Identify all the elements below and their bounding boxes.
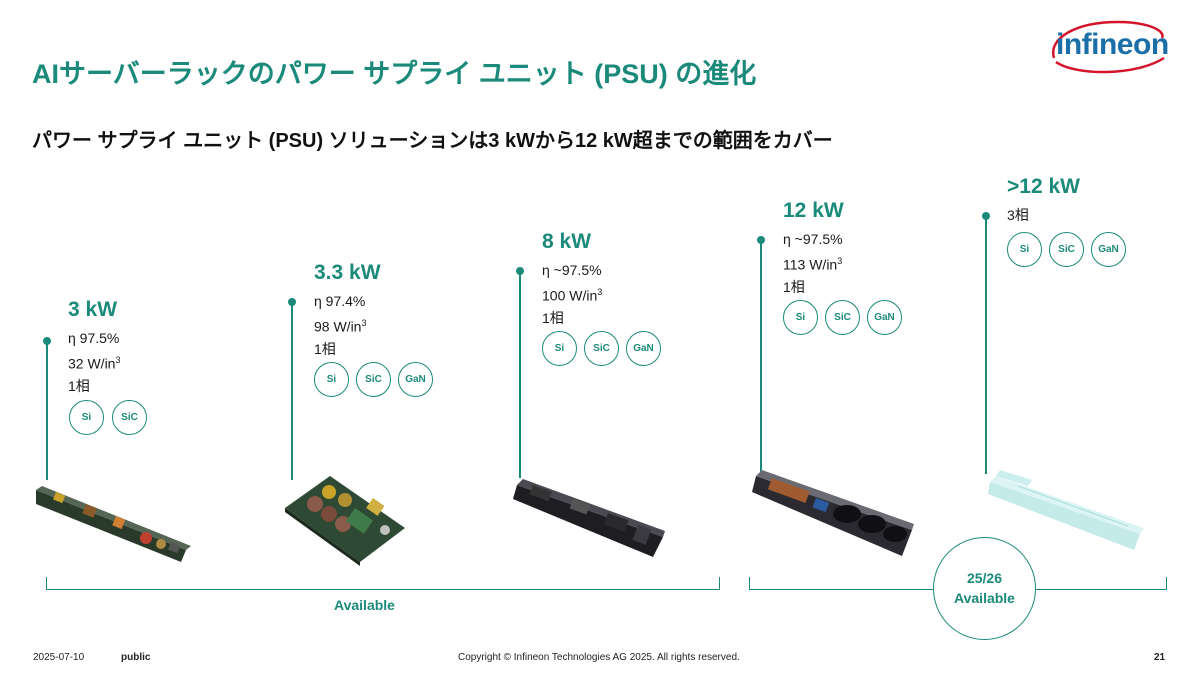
stage-phase: 1相	[783, 278, 805, 295]
badge-si: Si	[542, 331, 577, 366]
stage-specs-12kw: η ~97.5% 113 W/in3 1相	[783, 228, 843, 298]
timeline-stem-8kw	[519, 272, 521, 478]
available-bracket	[46, 577, 720, 590]
stage-efficiency: η ~97.5%	[783, 231, 843, 247]
stage-phase: 1相	[542, 309, 564, 326]
badge-gan: GaN	[867, 300, 902, 335]
future-year: 25/26	[966, 570, 1003, 586]
future-availability-circle: 25/26 Available	[933, 537, 1036, 640]
logo-swoosh-icon	[1051, 20, 1165, 74]
timeline-stem-over-12kw	[985, 216, 987, 474]
stage-density: 98 W/in3	[314, 318, 367, 335]
page-subtitle: パワー サプライ ユニット (PSU) ソリューションは3 kWから12 kW超…	[32, 130, 833, 152]
stage-phase: 1相	[68, 377, 90, 394]
psu-over-12kw-image	[988, 470, 1144, 550]
stage-power-3kw: 3 kW	[68, 298, 118, 321]
badge-si: Si	[783, 300, 818, 335]
timeline-dot-12kw	[757, 236, 765, 244]
page-title: AIサーバーラックのパワー サプライ ユニット (PSU) の進化	[32, 59, 757, 89]
badge-sic: SiC	[356, 362, 391, 397]
badge-sic: SiC	[1049, 232, 1084, 267]
timeline-dot-3-3kw	[288, 298, 296, 306]
timeline-dot-over-12kw	[982, 212, 990, 220]
stage-specs-3kw: η 97.5% 32 W/in3 1相	[68, 327, 120, 397]
stage-efficiency: η 97.4%	[314, 293, 366, 309]
timeline-dot-8kw	[516, 267, 524, 275]
timeline-stem-3kw	[46, 340, 48, 480]
future-available-label: Available	[954, 590, 1015, 606]
psu-8kw-image	[513, 479, 665, 557]
timeline-stem-12kw	[760, 240, 762, 474]
stage-density: 100 W/in3	[542, 287, 603, 304]
footer-copyright: Copyright © Infineon Technologies AG 202…	[458, 652, 740, 663]
logo-text: infineon	[1056, 28, 1169, 61]
footer-classification: public	[121, 652, 151, 663]
psu-12kw-image	[752, 470, 914, 556]
badge-gan: GaN	[398, 362, 433, 397]
infineon-logo: infineon	[1046, 18, 1170, 76]
stage-density: 32 W/in3	[68, 355, 121, 372]
stage-density: 113 W/in3	[783, 256, 843, 273]
badge-gan: GaN	[626, 331, 661, 366]
badge-sic: SiC	[825, 300, 860, 335]
footer-date: 2025-07-10	[33, 652, 85, 663]
available-label: Available	[334, 597, 395, 613]
badge-sic: SiC	[584, 331, 619, 366]
stage-specs-8kw: η ~97.5% 100 W/in3 1相	[542, 259, 602, 329]
footer-page-number: 21	[1154, 652, 1166, 663]
badge-gan: GaN	[1091, 232, 1126, 267]
stage-efficiency: η ~97.5%	[542, 262, 602, 278]
stage-specs-over-12kw: 3相	[1007, 204, 1029, 226]
stage-power-12kw: 12 kW	[783, 199, 844, 222]
psu-3-3kw-image	[285, 476, 405, 566]
stage-phase: 3相	[1007, 207, 1029, 223]
timeline-dot-3kw	[43, 337, 51, 345]
stage-phase: 1相	[314, 340, 336, 357]
timeline-stem-3-3kw	[291, 302, 293, 480]
psu-3kw-image	[36, 486, 191, 562]
badge-si: Si	[1007, 232, 1042, 267]
stage-specs-3-3kw: η 97.4% 98 W/in3 1相	[314, 290, 366, 360]
stage-efficiency: η 97.5%	[68, 330, 120, 346]
stage-power-over-12kw: >12 kW	[1007, 175, 1080, 198]
stage-power-8kw: 8 kW	[542, 230, 592, 253]
stage-power-3-3kw: 3.3 kW	[314, 261, 381, 284]
badge-sic: SiC	[112, 400, 147, 435]
badge-si: Si	[314, 362, 349, 397]
badge-si: Si	[69, 400, 104, 435]
